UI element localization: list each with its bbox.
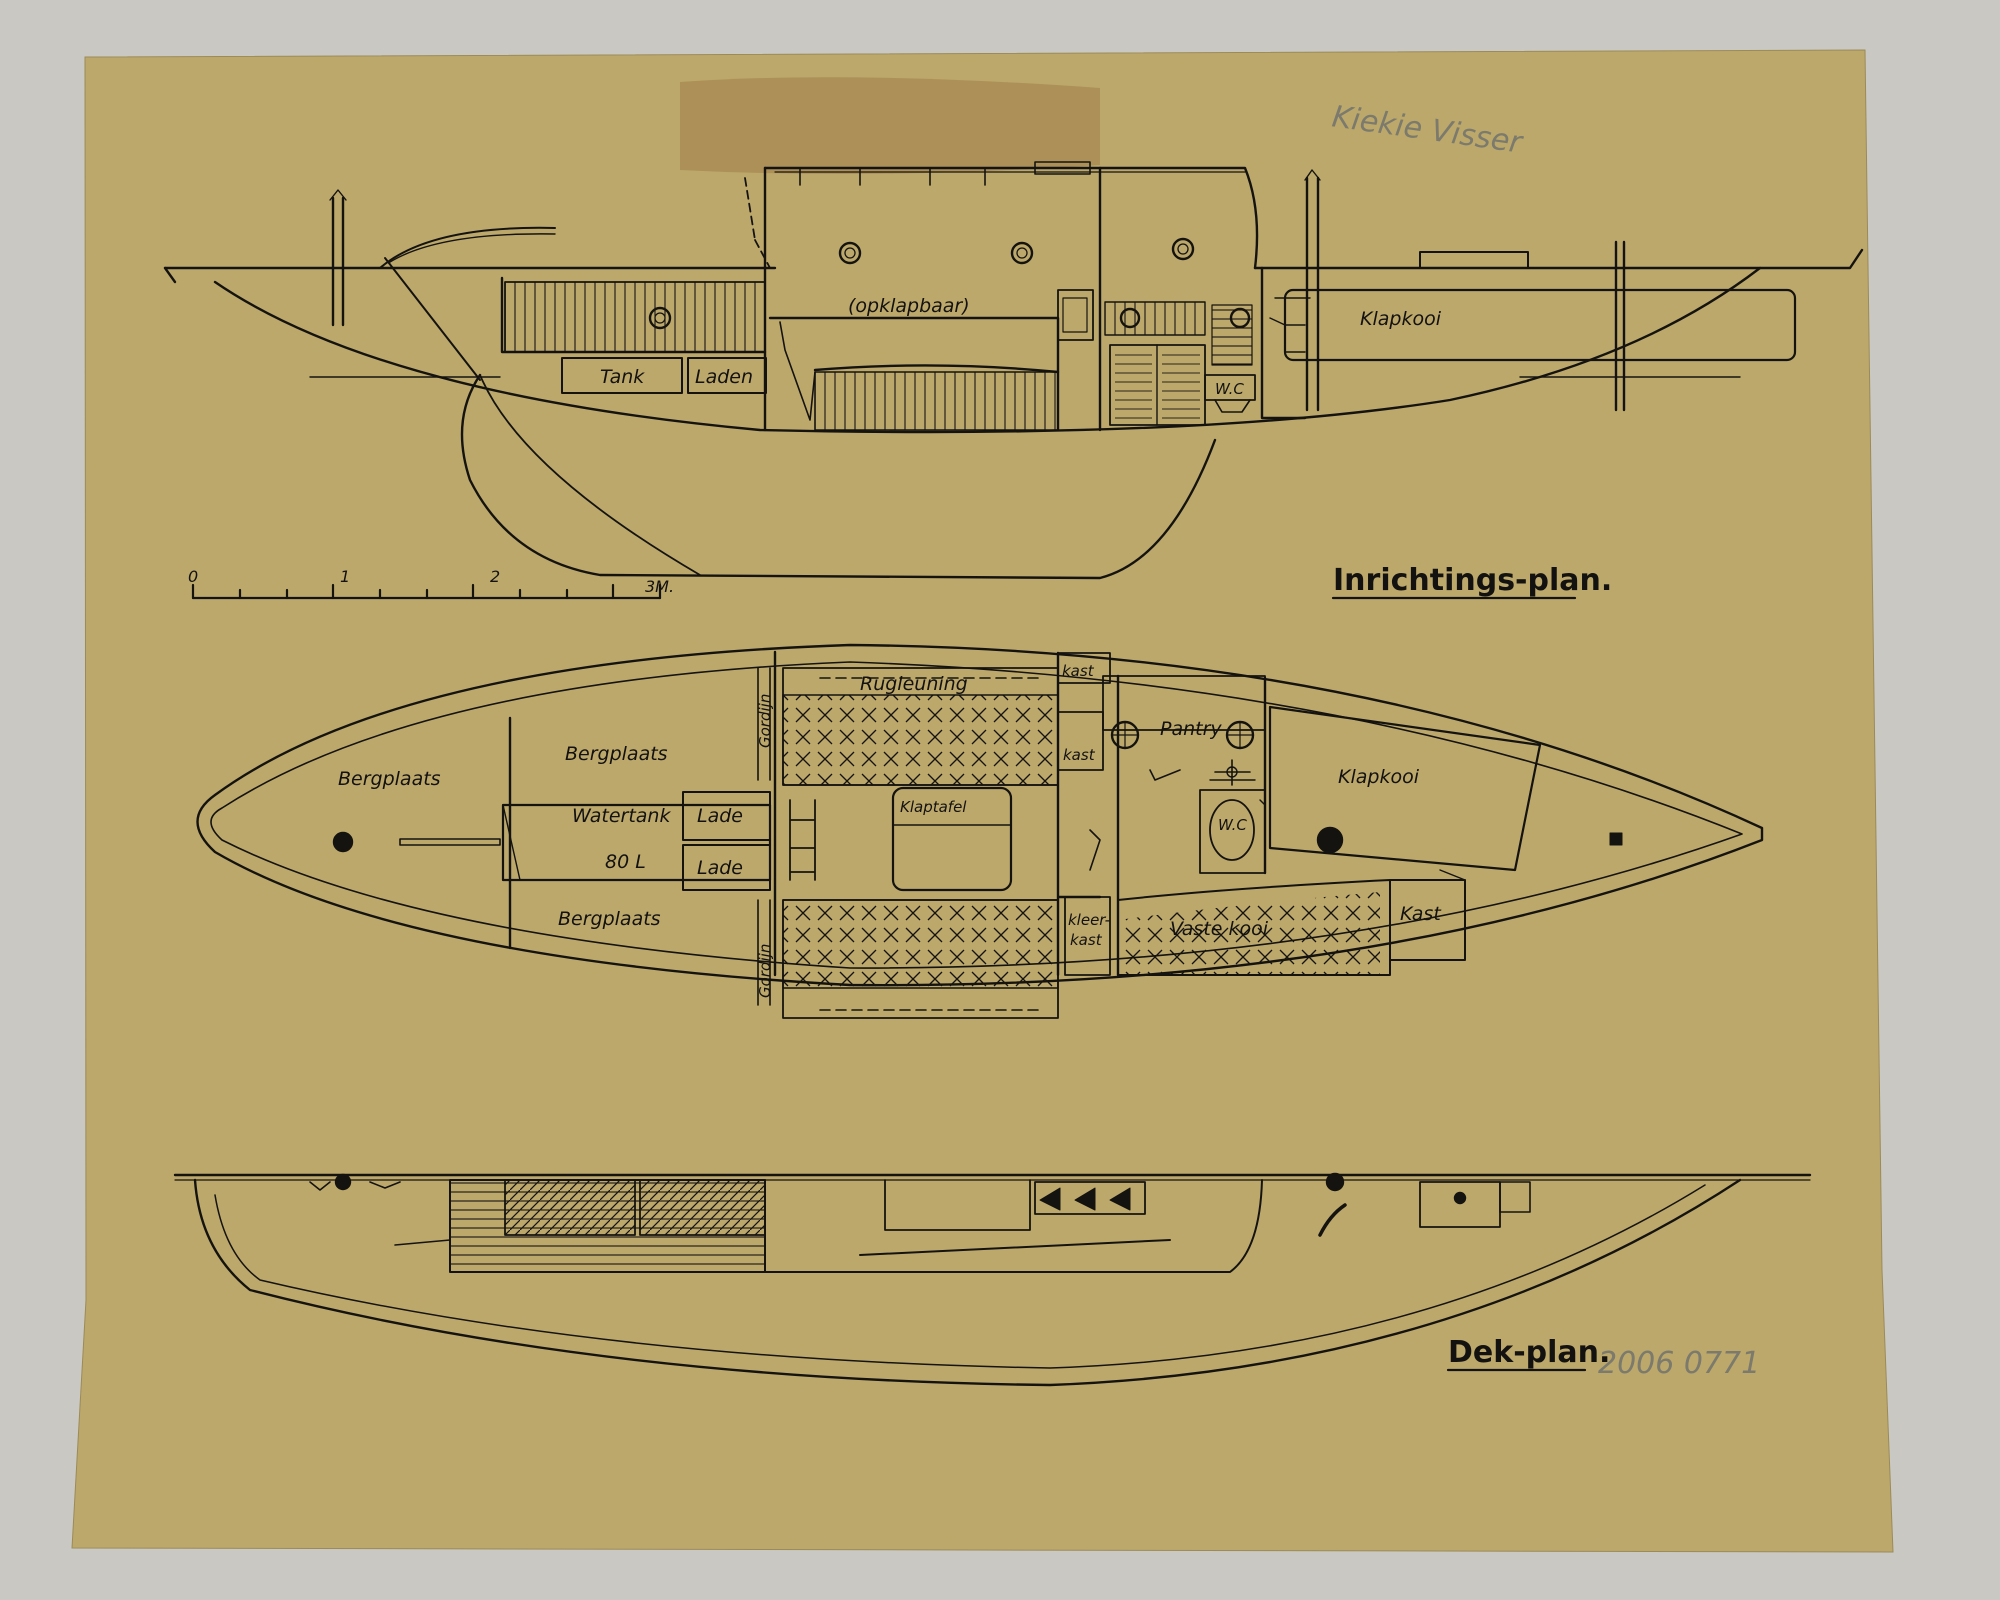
scale-tick-2: 2	[490, 567, 500, 586]
tape-stain	[680, 77, 1100, 174]
scale-tick-0: 0	[188, 567, 198, 586]
label-klaptafel: Klaptafel	[900, 798, 967, 816]
profile-view	[163, 161, 1864, 580]
label-bergplaats-upper: Bergplaats	[565, 743, 668, 765]
label-klapkooi-profile: Klapkooi	[1360, 308, 1442, 330]
label-bergplaats-lower: Bergplaats	[558, 908, 661, 930]
deck-title: Dek-plan.	[1448, 1335, 1610, 1370]
scale-bar	[191, 583, 662, 600]
label-kleerkast-1: kleer-	[1068, 911, 1110, 929]
scale-tick-1: 1	[340, 567, 350, 586]
label-kleerkast-2: kast	[1070, 931, 1103, 949]
plan-title: Inrichtings-plan.	[1333, 563, 1612, 598]
label-kast-small: kast	[1063, 746, 1096, 764]
paper-sheet	[71, 49, 1894, 1553]
label-opklapbaar: (opklapbaar)	[848, 295, 970, 317]
label-wc-plan: W.C	[1218, 816, 1247, 834]
label-lade-upper: Lade	[697, 805, 743, 827]
label-bergplaats-bow: Bergplaats	[338, 768, 441, 790]
label-klapkooi-plan: Klapkooi	[1338, 766, 1420, 788]
label-pantry: Pantry	[1160, 718, 1222, 740]
label-laden: Laden	[695, 366, 753, 388]
label-watertank: Watertank	[572, 805, 671, 827]
label-rugleuning: Rugleuning	[860, 673, 968, 695]
label-kast-upper: kast	[1062, 662, 1095, 680]
deck-plan	[173, 1172, 1812, 1387]
label-tank: Tank	[600, 366, 645, 388]
label-watertank-volume: 80 L	[605, 851, 646, 873]
label-kast-stern: Kast	[1400, 903, 1442, 925]
scale-tick-3: 3M.	[645, 577, 674, 596]
accommodation-plan	[196, 643, 1764, 1019]
label-gordijn-upper: Gordijn	[756, 694, 774, 748]
label-gordijn-lower: Gordijn	[756, 944, 774, 998]
label-lade-lower: Lade	[697, 857, 743, 879]
label-wc-profile: W.C	[1215, 380, 1244, 398]
label-vaste-kooi: Vaste kooi	[1170, 918, 1269, 940]
catalog-number: 2006 0771	[1598, 1346, 1760, 1381]
